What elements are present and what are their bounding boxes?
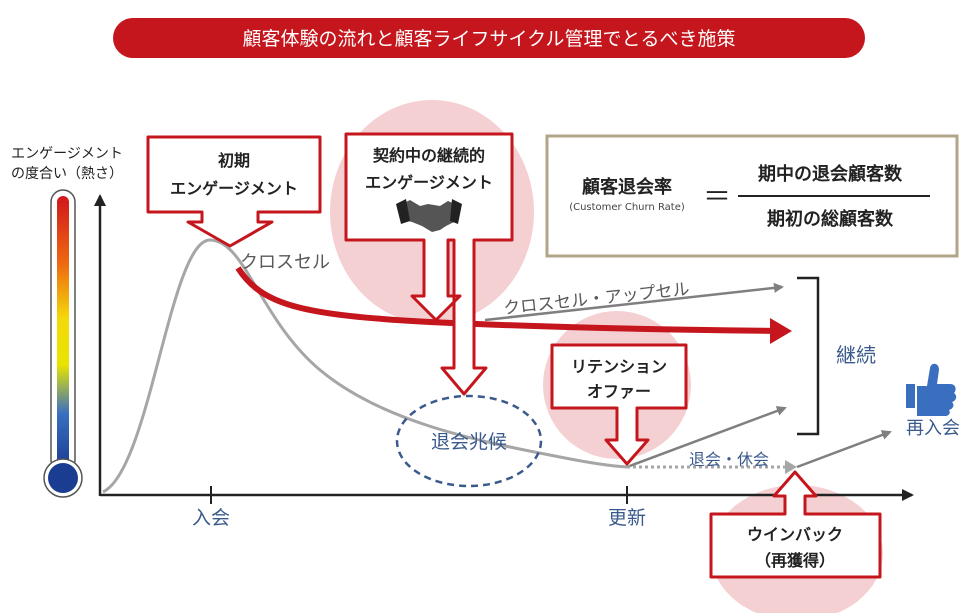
title-banner [113, 18, 865, 58]
leave-pause-label: 退会・休会 [689, 450, 769, 469]
formula-lhs: 顧客退会率 [582, 176, 672, 198]
rejoin-label: 再入会 [906, 418, 960, 439]
winback-line1: ウインバック [747, 525, 843, 544]
winback-callout: ウインバック （再獲得） [709, 470, 882, 579]
continue-label: 継続 [836, 343, 876, 367]
churn-signs-label: 退会兆候 [431, 431, 507, 453]
formula-equals: ＝ [703, 180, 731, 213]
retention-offer-line2: オファー [587, 382, 651, 401]
retention-offer-callout: リテンション オファー [550, 343, 688, 466]
initial-engagement-line2: エンゲージメント [170, 179, 298, 198]
cross-sell-arrowhead [770, 318, 792, 344]
contract-engagement-line1: 契約中の継続的 [372, 146, 485, 165]
handshake-icon [396, 199, 462, 232]
engagement-label-line2: の度合い（熱さ） [11, 166, 123, 182]
formula-numerator: 期中の退会顧客数 [758, 163, 903, 185]
formula-denominator: 期初の総顧客数 [767, 208, 894, 230]
contract-engagement-callout: 契約中の継続的 エンゲージメント [344, 132, 514, 396]
title-text: 顧客体験の流れと顧客ライフサイクル管理でとるべき施策 [242, 28, 735, 50]
churn-rate-formula: 顧客退会率 (Customer Churn Rate) ＝ 期中の退会顧客数 期… [545, 134, 959, 258]
retention-offer-line1: リテンション [571, 357, 667, 376]
cross-up-sell-label: クロスセル・アップセル [502, 280, 690, 319]
contract-engagement-line2: エンゲージメント [365, 173, 493, 192]
cross-sell-curve [235, 266, 783, 334]
churn-signs-ellipse [395, 394, 543, 488]
continue-arrow [626, 406, 787, 469]
thumbs-up-icon [906, 363, 957, 416]
initial-engagement-callout: 初期 エンゲージメント [146, 135, 322, 248]
x-label-join: 入会 [192, 507, 230, 529]
x-label-renew: 更新 [608, 507, 646, 529]
thermometer-gradient [57, 196, 69, 468]
initial-engagement-line1: 初期 [218, 151, 250, 170]
winback-line2: （再獲得） [755, 551, 835, 570]
engagement-curve [102, 238, 628, 494]
continue-bracket [797, 276, 820, 436]
upsell-arrow [484, 282, 784, 322]
formula-lhs-sub: (Customer Churn Rate) [569, 202, 685, 213]
leave-arrowhead [785, 460, 797, 474]
engagement-label-line1: エンゲージメント [11, 146, 123, 162]
cross-sell-label: クロスセル [240, 252, 330, 273]
rejoin-arrow [796, 430, 892, 469]
thermometer-bulb [48, 463, 78, 493]
